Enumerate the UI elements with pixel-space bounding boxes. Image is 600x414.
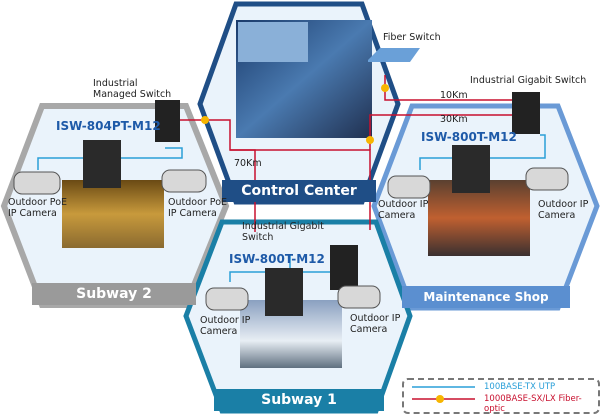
isw-800t-switch-icon <box>265 268 303 316</box>
subway1-switch-label: Industrial Gigabit Switch <box>242 221 324 243</box>
subway2-photo <box>62 180 164 248</box>
subway1-camera-left-label: Outdoor IP Camera <box>200 315 251 337</box>
control-center-band: Control Center <box>222 180 376 202</box>
camera-icon <box>337 285 381 309</box>
isw-804pt-switch-icon <box>83 140 121 188</box>
fiber-switch-icon <box>368 48 420 62</box>
subway1-camera-right-label: Outdoor IP Camera <box>350 313 401 335</box>
fiber-switch-label: Fiber Switch <box>383 32 441 43</box>
camera-icon <box>525 167 569 191</box>
distance-70km: 70Km <box>234 158 262 169</box>
maintenance-camera-left-label: Outdoor IP Camera <box>378 199 429 221</box>
subway1-band: Subway 1 <box>214 389 384 411</box>
camera-icon <box>13 171 61 195</box>
camera-icon <box>387 175 431 199</box>
distance-10km: 10Km <box>440 90 468 101</box>
subway2-camera-left-label: Outdoor PoE IP Camera <box>8 197 68 219</box>
isw-800t-switch-icon <box>452 145 490 193</box>
legend-fiber: 1000BASE-SX/LX Fiber-optic <box>484 394 582 414</box>
camera-icon <box>161 169 207 193</box>
industrial-managed-switch-label: Industrial Managed Switch <box>93 78 172 100</box>
distance-30km: 30Km <box>440 114 468 125</box>
legend: 100BASE-TX UTP 1000BASE-SX/LX Fiber-opti… <box>402 378 600 414</box>
maintenance-camera-right-label: Outdoor IP Camera <box>538 199 589 221</box>
industrial-gigabit-switch-icon <box>512 92 540 134</box>
subway1-model: ISW-800T-M12 <box>229 252 325 266</box>
industrial-managed-switch-icon <box>155 100 180 142</box>
maintenance-band: Maintenance Shop <box>402 286 570 308</box>
industrial-gigabit-switch-icon <box>330 245 358 290</box>
maintenance-switch-label: Industrial Gigabit Switch <box>470 75 587 86</box>
subway2-model: ISW-804PT-M12 <box>56 119 161 133</box>
legend-utp: 100BASE-TX UTP <box>484 382 556 392</box>
subway2-camera-right-label: Outdoor PoE IP Camera <box>168 197 228 219</box>
maintenance-model: ISW-800T-M12 <box>421 130 517 144</box>
subway2-band: Subway 2 <box>32 283 196 305</box>
camera-icon <box>205 287 249 311</box>
